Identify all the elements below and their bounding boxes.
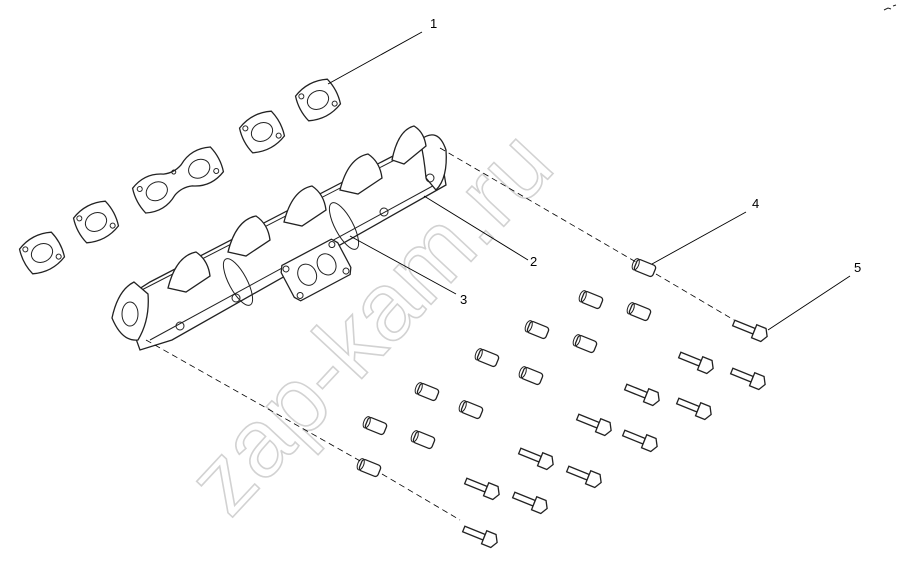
gasket-group	[18, 78, 342, 275]
manifold-port	[339, 153, 383, 195]
slip-joint	[328, 202, 360, 250]
bolt	[677, 351, 714, 375]
callouts: 1 2 3 4 5	[430, 16, 861, 307]
callout-3: 3	[460, 292, 467, 307]
flange-bolts	[461, 319, 768, 549]
spacer-sleeve	[572, 334, 598, 354]
bolt	[517, 447, 554, 471]
callout-4: 4	[752, 196, 759, 211]
bolt	[731, 319, 768, 343]
gasket-single	[294, 78, 342, 122]
spacer-sleeve	[474, 348, 500, 368]
bolt	[623, 383, 660, 407]
bolt	[463, 477, 500, 501]
gasket-single	[18, 231, 66, 275]
callout-1: 1	[430, 16, 437, 31]
spacer-sleeve	[458, 400, 484, 420]
callout-2: 2	[530, 254, 537, 269]
spacer-sleeve	[410, 430, 436, 450]
gasket-double	[131, 146, 225, 214]
gasket-single	[72, 200, 120, 244]
exhaust-manifold	[111, 125, 447, 351]
callout-5: 5	[854, 260, 861, 275]
spacer-sleeve	[356, 458, 382, 478]
spacer-sleeve	[414, 382, 440, 402]
corner-mark	[883, 4, 897, 11]
gasket-single	[238, 110, 286, 154]
spacer-sleeve	[362, 416, 388, 436]
bolt	[621, 429, 658, 453]
bolt	[729, 367, 766, 391]
turbo-flange	[280, 238, 352, 302]
leader-lines	[327, 31, 851, 331]
manifold-end-flange	[111, 281, 149, 341]
spacer-sleeve	[578, 290, 604, 310]
bolt	[675, 397, 712, 421]
bolt	[565, 465, 602, 489]
manifold-port	[227, 215, 271, 257]
assembly-lines	[145, 147, 735, 521]
manifold-port	[283, 185, 327, 227]
slip-joint	[222, 258, 254, 306]
bolt	[575, 413, 612, 437]
spacer-sleeve	[631, 258, 657, 278]
bolt	[461, 525, 498, 549]
spacer-sleeves	[356, 258, 657, 478]
spacer-sleeve	[518, 366, 544, 386]
manifold-port	[391, 125, 427, 165]
bolt	[511, 491, 548, 515]
manifold-port	[167, 251, 211, 293]
spacer-sleeve	[626, 302, 652, 322]
spacer-sleeve	[524, 320, 550, 340]
